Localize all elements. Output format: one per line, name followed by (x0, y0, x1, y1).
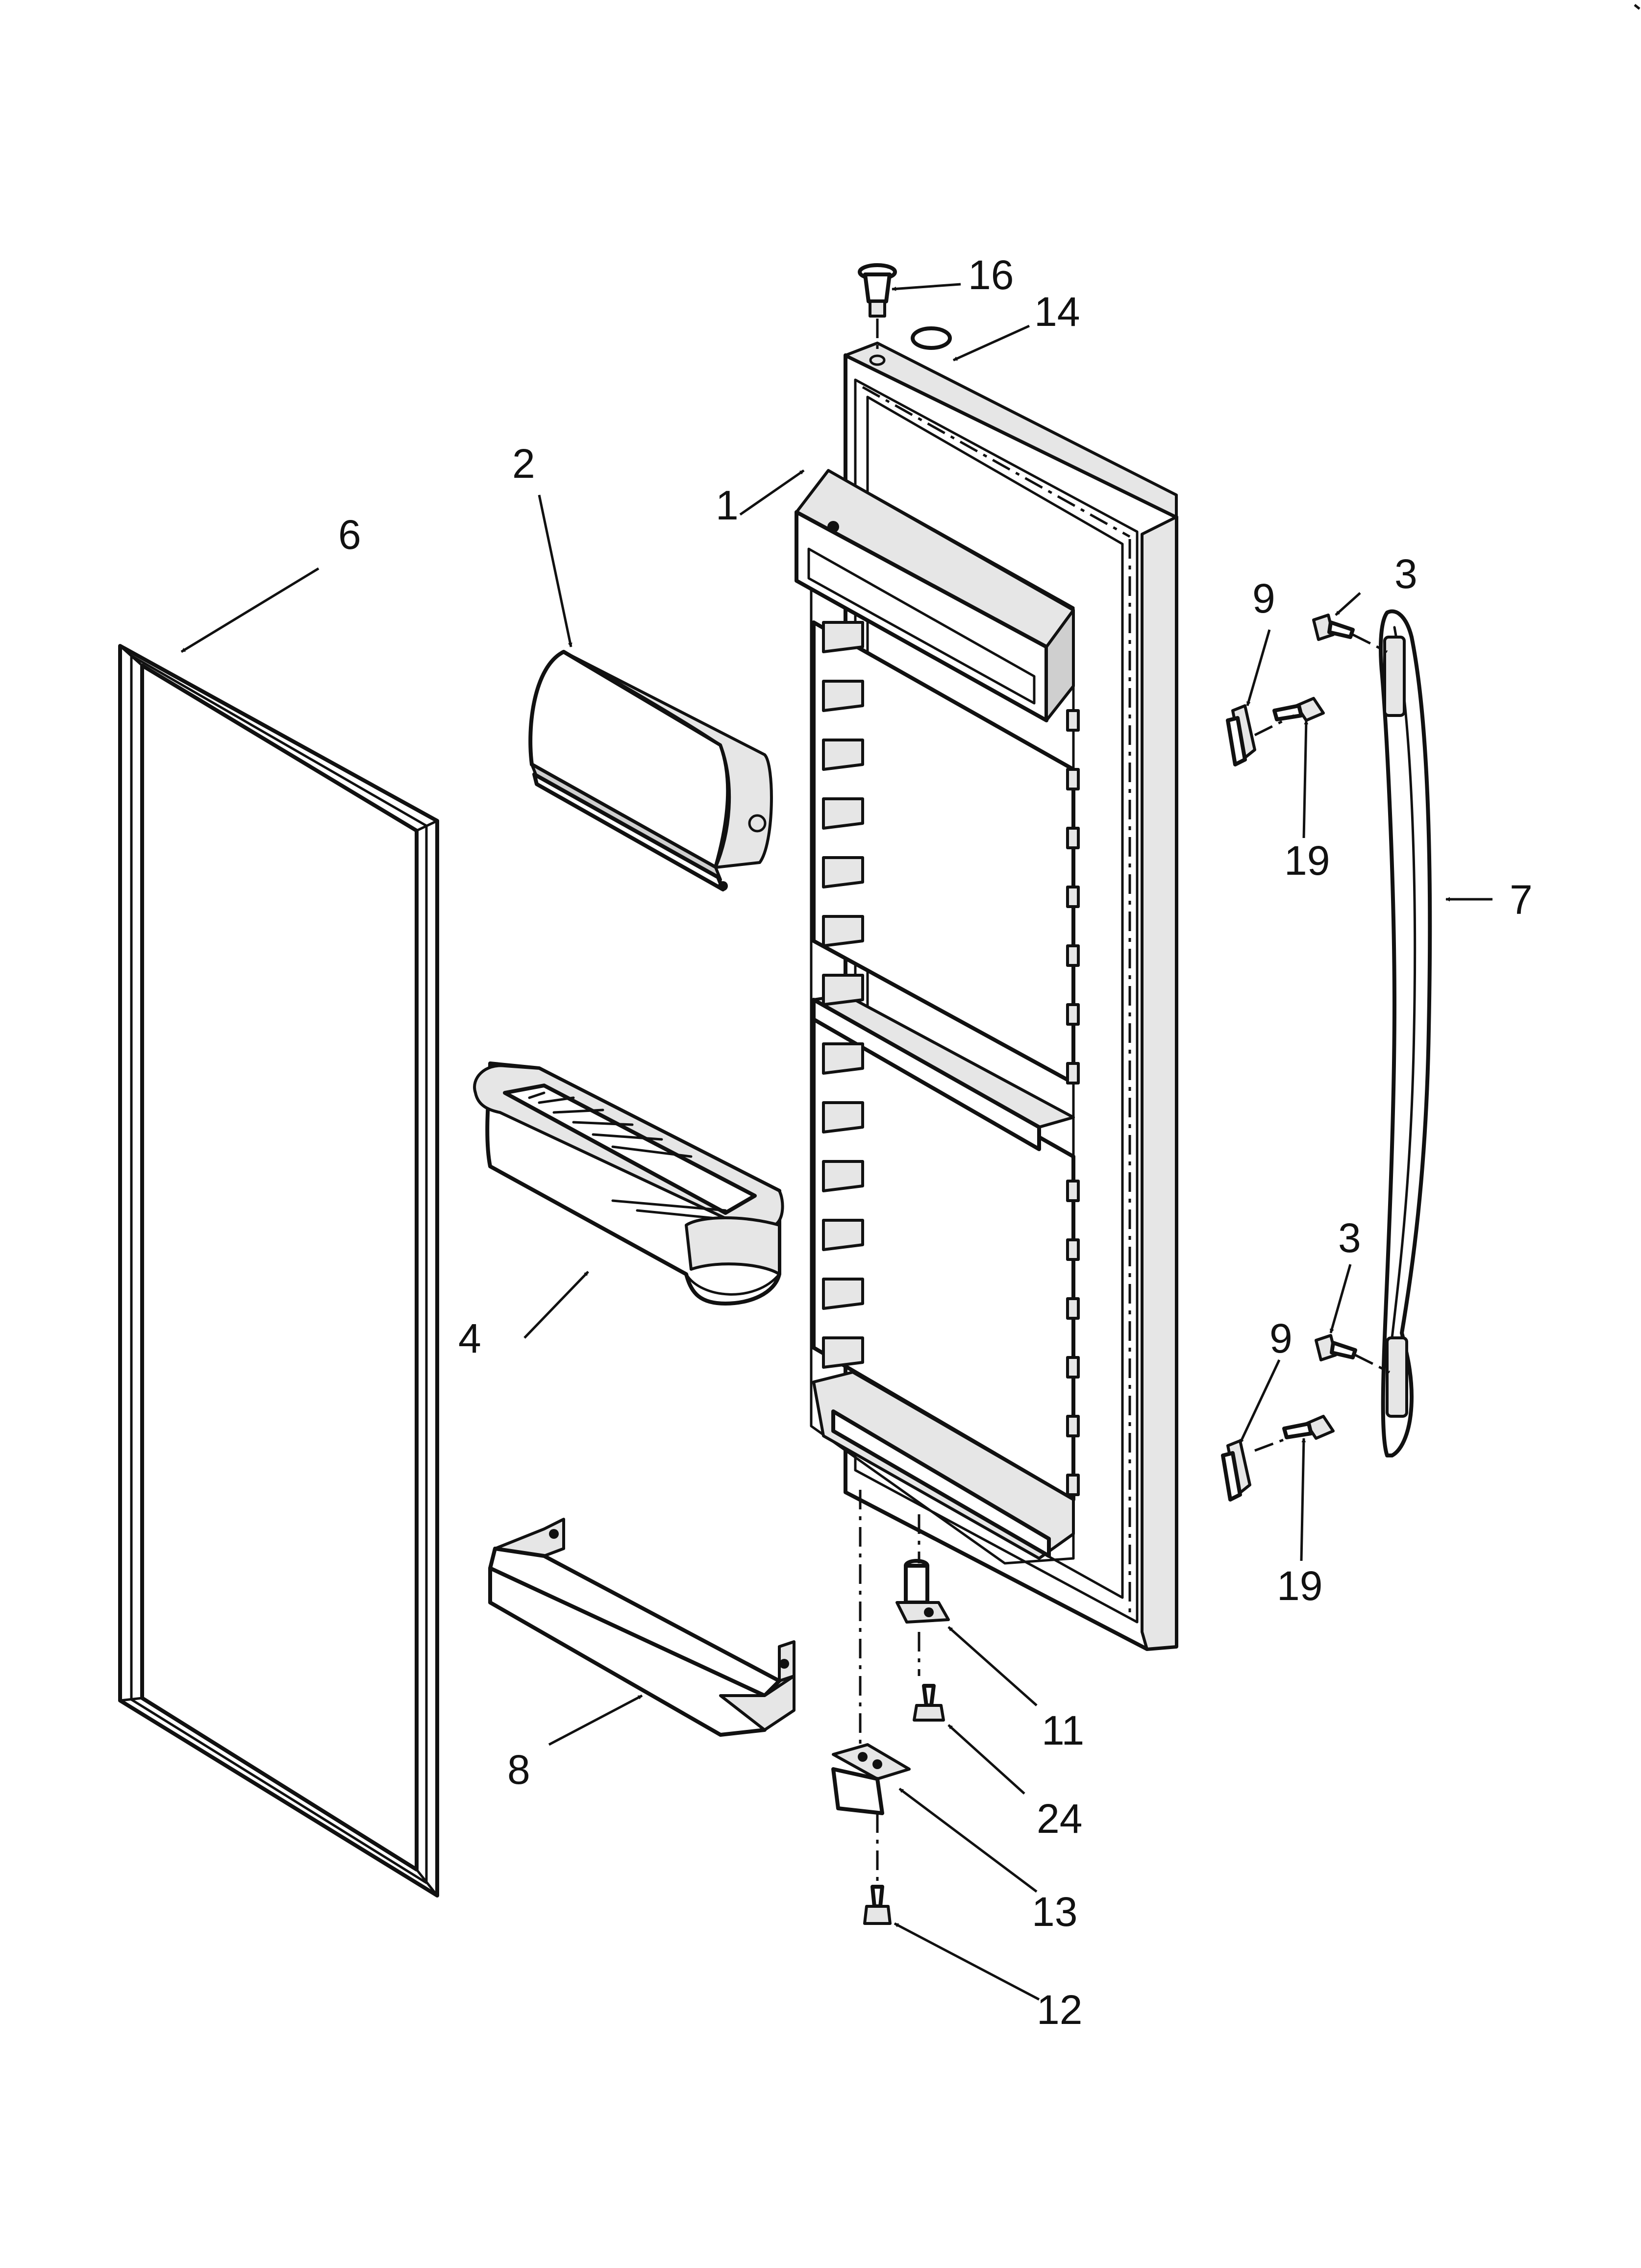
callout-4: 4 (458, 1315, 481, 1361)
callout-19-top: 19 (1284, 838, 1330, 884)
hinge-pin-screw (913, 1684, 945, 1722)
refrigerator-door (795, 342, 1178, 1651)
mounting-screw-bottom (1282, 1415, 1335, 1440)
callout-7: 7 (1510, 877, 1533, 923)
callout-3-top: 3 (1394, 551, 1417, 597)
callout-1: 1 (716, 482, 739, 528)
dairy-door (528, 650, 773, 891)
callout-12: 12 (1037, 1987, 1082, 2033)
callout-24: 24 (1037, 1796, 1082, 1842)
callout-3-bottom: 3 (1338, 1215, 1361, 1261)
shelf-clips-left (822, 621, 864, 1369)
callout-9-bottom: 9 (1269, 1315, 1293, 1361)
callout-6: 6 (338, 512, 361, 558)
corner-mark (1634, 4, 1641, 10)
door-top-plug (858, 263, 897, 318)
door-bin (473, 1061, 784, 1306)
callout-9-top: 9 (1252, 575, 1275, 621)
callout-14: 14 (1034, 289, 1080, 335)
hinge-pin (895, 1559, 950, 1624)
handle-screw-top (1312, 614, 1355, 641)
shelf-clips-right (1066, 709, 1080, 1496)
leader-lines (180, 283, 1492, 2001)
callout-11: 11 (1042, 1707, 1084, 1753)
hinge-bracket (831, 1743, 911, 1815)
callout-13: 13 (1032, 1889, 1077, 1935)
callout-16: 16 (968, 252, 1014, 298)
handle-screw-bottom (1315, 1334, 1357, 1361)
callout-8: 8 (507, 1747, 530, 1793)
door-shelf (488, 1518, 796, 1737)
door-gasket (118, 644, 439, 1898)
hinge-bracket-screw (863, 1885, 892, 1925)
door-handle (1379, 609, 1432, 1457)
callout-2: 2 (512, 441, 535, 487)
o-ring (911, 326, 952, 350)
callout-19-bottom: 19 (1277, 1563, 1322, 1609)
mounting-screw-top (1272, 697, 1325, 722)
callout-labels: 16 14 1 2 6 9 3 19 7 4 3 9 19 11 8 24 13… (338, 252, 1533, 2033)
handle-clip-top (1226, 704, 1256, 766)
handle-clip-bottom (1221, 1439, 1251, 1502)
